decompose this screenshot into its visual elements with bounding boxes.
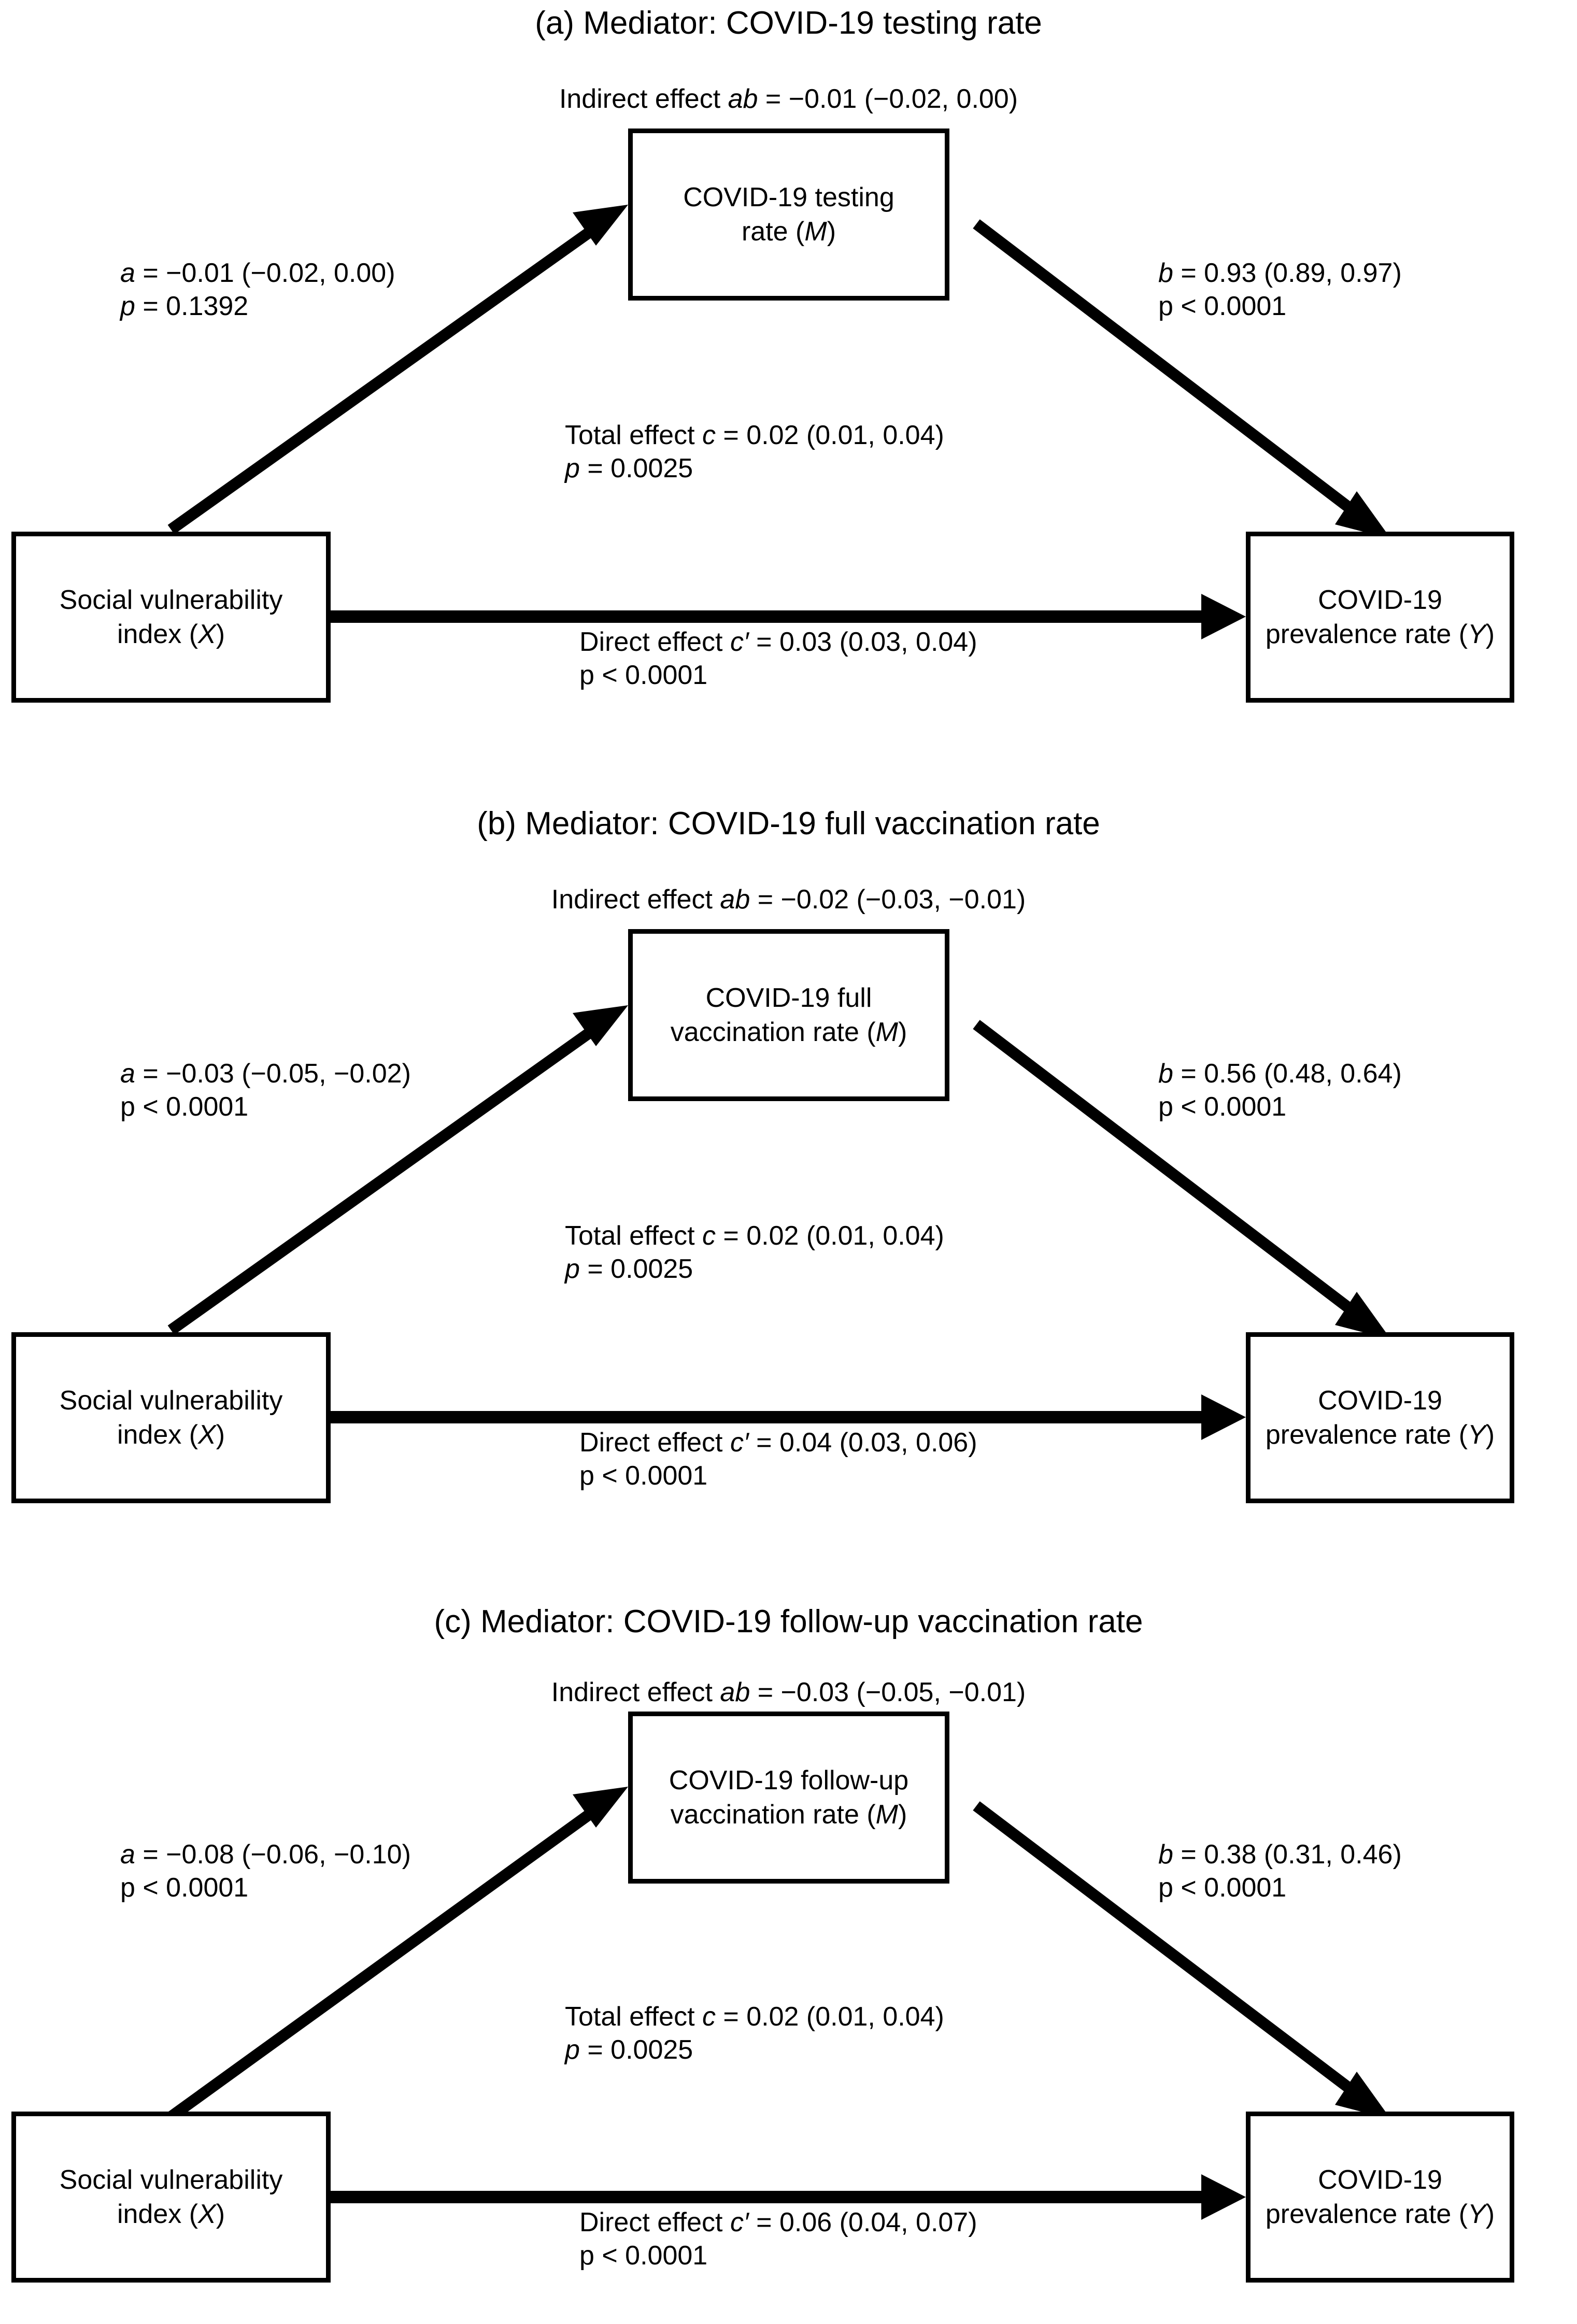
panel-b-a-coefficient: a = −0.03 (−0.05, −0.02) p < 0.0001: [120, 1059, 411, 1122]
panel-b-title: (b) Mediator: COVID-19 full vaccination …: [477, 806, 1100, 842]
panel-b-y-box: COVID-19 prevalence rate (Y): [1246, 1332, 1514, 1503]
panel-a-x-label: Social vulnerability index (X): [59, 585, 283, 649]
panel-c-y-label: COVID-19 prevalence rate (Y): [1265, 2165, 1495, 2229]
panel-b-y-label: COVID-19 prevalence rate (Y): [1265, 1386, 1495, 1450]
panel-a: (a) Mediator: COVID-19 testing rate Indi…: [0, 0, 1577, 777]
panel-a-direct-effect: Direct effect c′ = 0.03 (0.03, 0.04) p <…: [579, 627, 977, 690]
panel-c-mediator-label: COVID-19 follow-up vaccination rate (M): [669, 1765, 909, 1830]
panel-c-indirect-effect-label: Indirect effect ab = −0.03 (−0.05, −0.01…: [551, 1677, 1026, 1707]
panel-c-b-coefficient: b = 0.38 (0.31, 0.46) p < 0.0001: [1158, 1840, 1402, 1903]
panel-c-a-coefficient: a = −0.08 (−0.06, −0.10) p < 0.0001: [120, 1840, 411, 1903]
panel-a-mediator-label: COVID-19 testing rate (M): [683, 182, 894, 247]
panel-c-x-box: Social vulnerability index (X): [11, 2112, 331, 2283]
panel-a-x-box: Social vulnerability index (X): [11, 532, 331, 703]
panel-a-total-effect: Total effect c = 0.02 (0.01, 0.04) p = 0…: [565, 420, 944, 483]
panel-c-mediator-box: COVID-19 follow-up vaccination rate (M): [628, 1712, 949, 1884]
panel-c-total-effect: Total effect c = 0.02 (0.01, 0.04) p = 0…: [565, 2002, 944, 2065]
arrow-x-to-m: [167, 205, 628, 534]
panel-b-direct-effect: Direct effect c′ = 0.04 (0.03, 0.06) p <…: [579, 1428, 977, 1491]
panel-c-x-label: Social vulnerability index (X): [59, 2165, 283, 2229]
panel-b: (b) Mediator: COVID-19 full vaccination …: [0, 801, 1577, 1578]
arrow-x-to-m: [167, 1787, 628, 2121]
panel-c-direct-effect: Direct effect c′ = 0.06 (0.04, 0.07) p <…: [579, 2207, 977, 2271]
panel-b-x-label: Social vulnerability index (X): [59, 1386, 283, 1450]
panel-a-title: (a) Mediator: COVID-19 testing rate: [535, 5, 1042, 41]
panel-b-b-coefficient: b = 0.56 (0.48, 0.64) p < 0.0001: [1158, 1059, 1402, 1122]
panel-b-mediator-label: COVID-19 full vaccination rate (M): [670, 983, 907, 1047]
panel-a-a-coefficient: a = −0.01 (−0.02, 0.00) p = 0.1392: [120, 258, 395, 321]
panel-a-y-label: COVID-19 prevalence rate (Y): [1265, 585, 1495, 649]
panel-c-title: (c) Mediator: COVID-19 follow-up vaccina…: [434, 1604, 1143, 1639]
panel-c: (c) Mediator: COVID-19 follow-up vaccina…: [0, 1599, 1577, 2324]
panel-b-indirect-effect-label: Indirect effect ab = −0.02 (−0.03, −0.01…: [551, 885, 1026, 915]
panel-a-y-box: COVID-19 prevalence rate (Y): [1246, 532, 1514, 703]
panel-a-mediator-box: COVID-19 testing rate (M): [628, 129, 949, 301]
panel-a-indirect-effect-label: Indirect effect ab = −0.01 (−0.02, 0.00): [559, 84, 1018, 114]
panel-b-mediator-box: COVID-19 full vaccination rate (M): [628, 929, 949, 1101]
panel-b-x-box: Social vulnerability index (X): [11, 1332, 331, 1503]
arrow-x-to-m: [167, 1005, 628, 1335]
panel-c-y-box: COVID-19 prevalence rate (Y): [1246, 2112, 1514, 2283]
panel-b-total-effect: Total effect c = 0.02 (0.01, 0.04) p = 0…: [565, 1221, 944, 1284]
panel-a-b-coefficient: b = 0.93 (0.89, 0.97) p < 0.0001: [1158, 258, 1402, 321]
